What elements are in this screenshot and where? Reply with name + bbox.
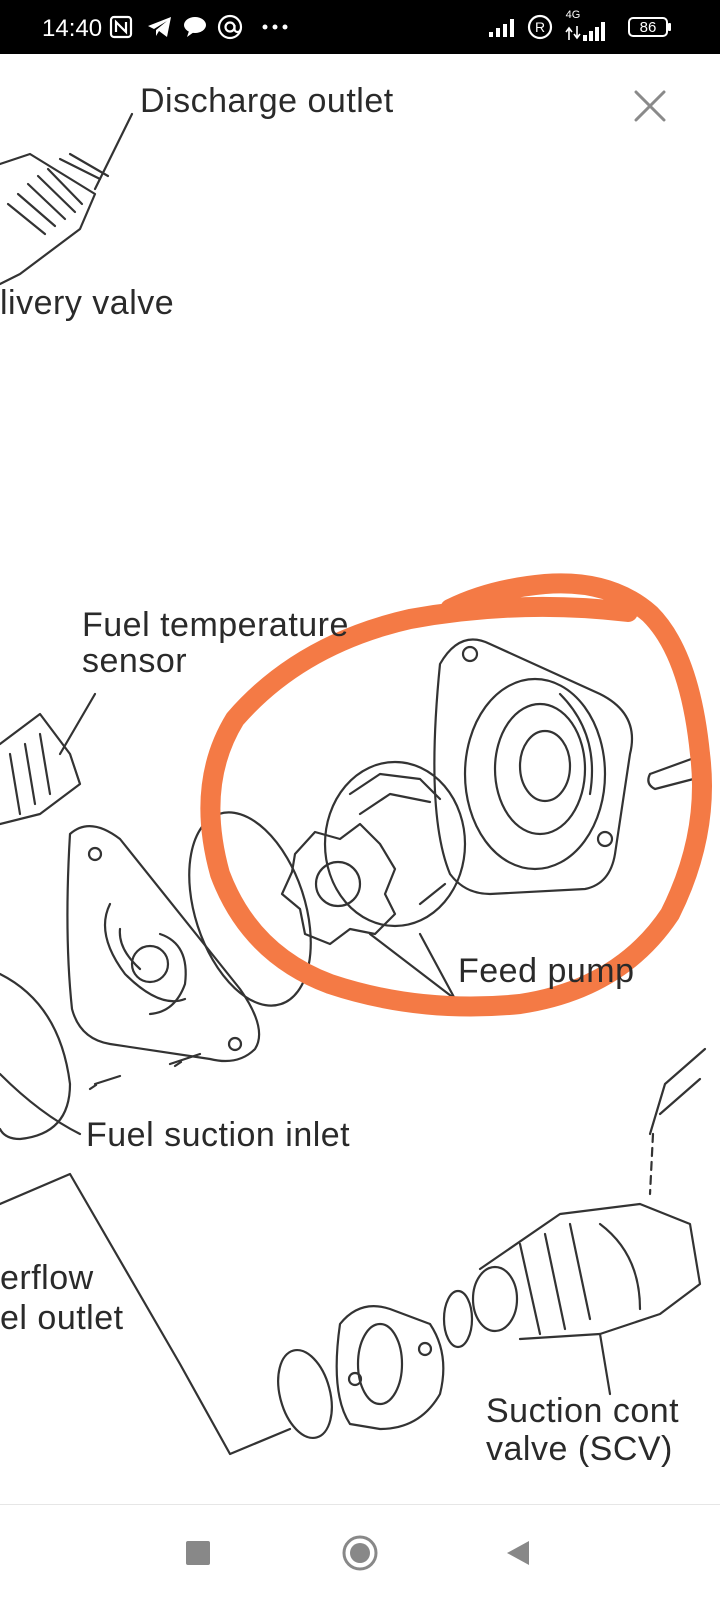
pump-housing-drawing xyxy=(433,638,707,896)
label-fuel-suction-inlet: Fuel suction inlet xyxy=(86,1116,351,1154)
signal-strength-icon-2 xyxy=(564,18,610,44)
o-ring-drawing xyxy=(188,811,312,1007)
svg-text:R: R xyxy=(535,19,545,35)
home-circle-icon xyxy=(342,1535,378,1571)
chat-bubble-icon xyxy=(182,14,208,40)
nfc-icon xyxy=(108,14,134,40)
scv-drawing xyxy=(277,1047,707,1440)
close-icon xyxy=(632,88,668,124)
label-overflow-line2: el outlet xyxy=(0,1299,124,1337)
fuel-pump-diagram xyxy=(0,112,712,1456)
navigation-bar xyxy=(0,1504,720,1601)
label-feed-pump: Feed pump xyxy=(458,952,635,990)
label-fuel-temperature-line1: Fuel temperature xyxy=(82,606,349,644)
recents-button[interactable] xyxy=(170,1525,226,1581)
recents-square-icon xyxy=(186,1541,210,1565)
status-time: 14:40 xyxy=(42,15,103,42)
orange-circle-annotation xyxy=(200,573,712,1017)
network-type-label: 4G xyxy=(565,9,581,21)
battery-level: 86 xyxy=(639,18,657,36)
feed-pump-gears-drawing xyxy=(280,760,467,946)
close-button[interactable] xyxy=(628,84,672,128)
more-dots-icon xyxy=(260,14,290,40)
at-sign-icon xyxy=(216,14,244,40)
back-button[interactable] xyxy=(490,1525,546,1581)
discharge-fitting-drawing xyxy=(0,112,134,286)
battery-icon xyxy=(628,14,674,40)
label-scv-line1: Suction cont xyxy=(486,1392,680,1430)
home-button[interactable] xyxy=(332,1525,388,1581)
label-fuel-temperature-line2: sensor xyxy=(82,642,188,680)
back-triangle-icon xyxy=(507,1541,529,1565)
temperature-sensor-drawing xyxy=(0,692,97,826)
label-delivery-valve: livery valve xyxy=(0,284,175,322)
front-plate-drawing xyxy=(66,825,261,1091)
status-bar: 14:40 R 4G 86 xyxy=(0,0,720,54)
signal-strength-icon-1 xyxy=(488,14,518,40)
image-viewer[interactable]: Discharge outlet livery valve Fuel tempe… xyxy=(0,54,720,1504)
label-overflow-line1: erflow xyxy=(0,1259,94,1297)
telegram-icon xyxy=(146,14,174,40)
roaming-icon: R xyxy=(526,14,554,40)
label-scv-line2: valve (SCV) xyxy=(486,1430,673,1468)
label-discharge-outlet: Discharge outlet xyxy=(140,82,394,120)
